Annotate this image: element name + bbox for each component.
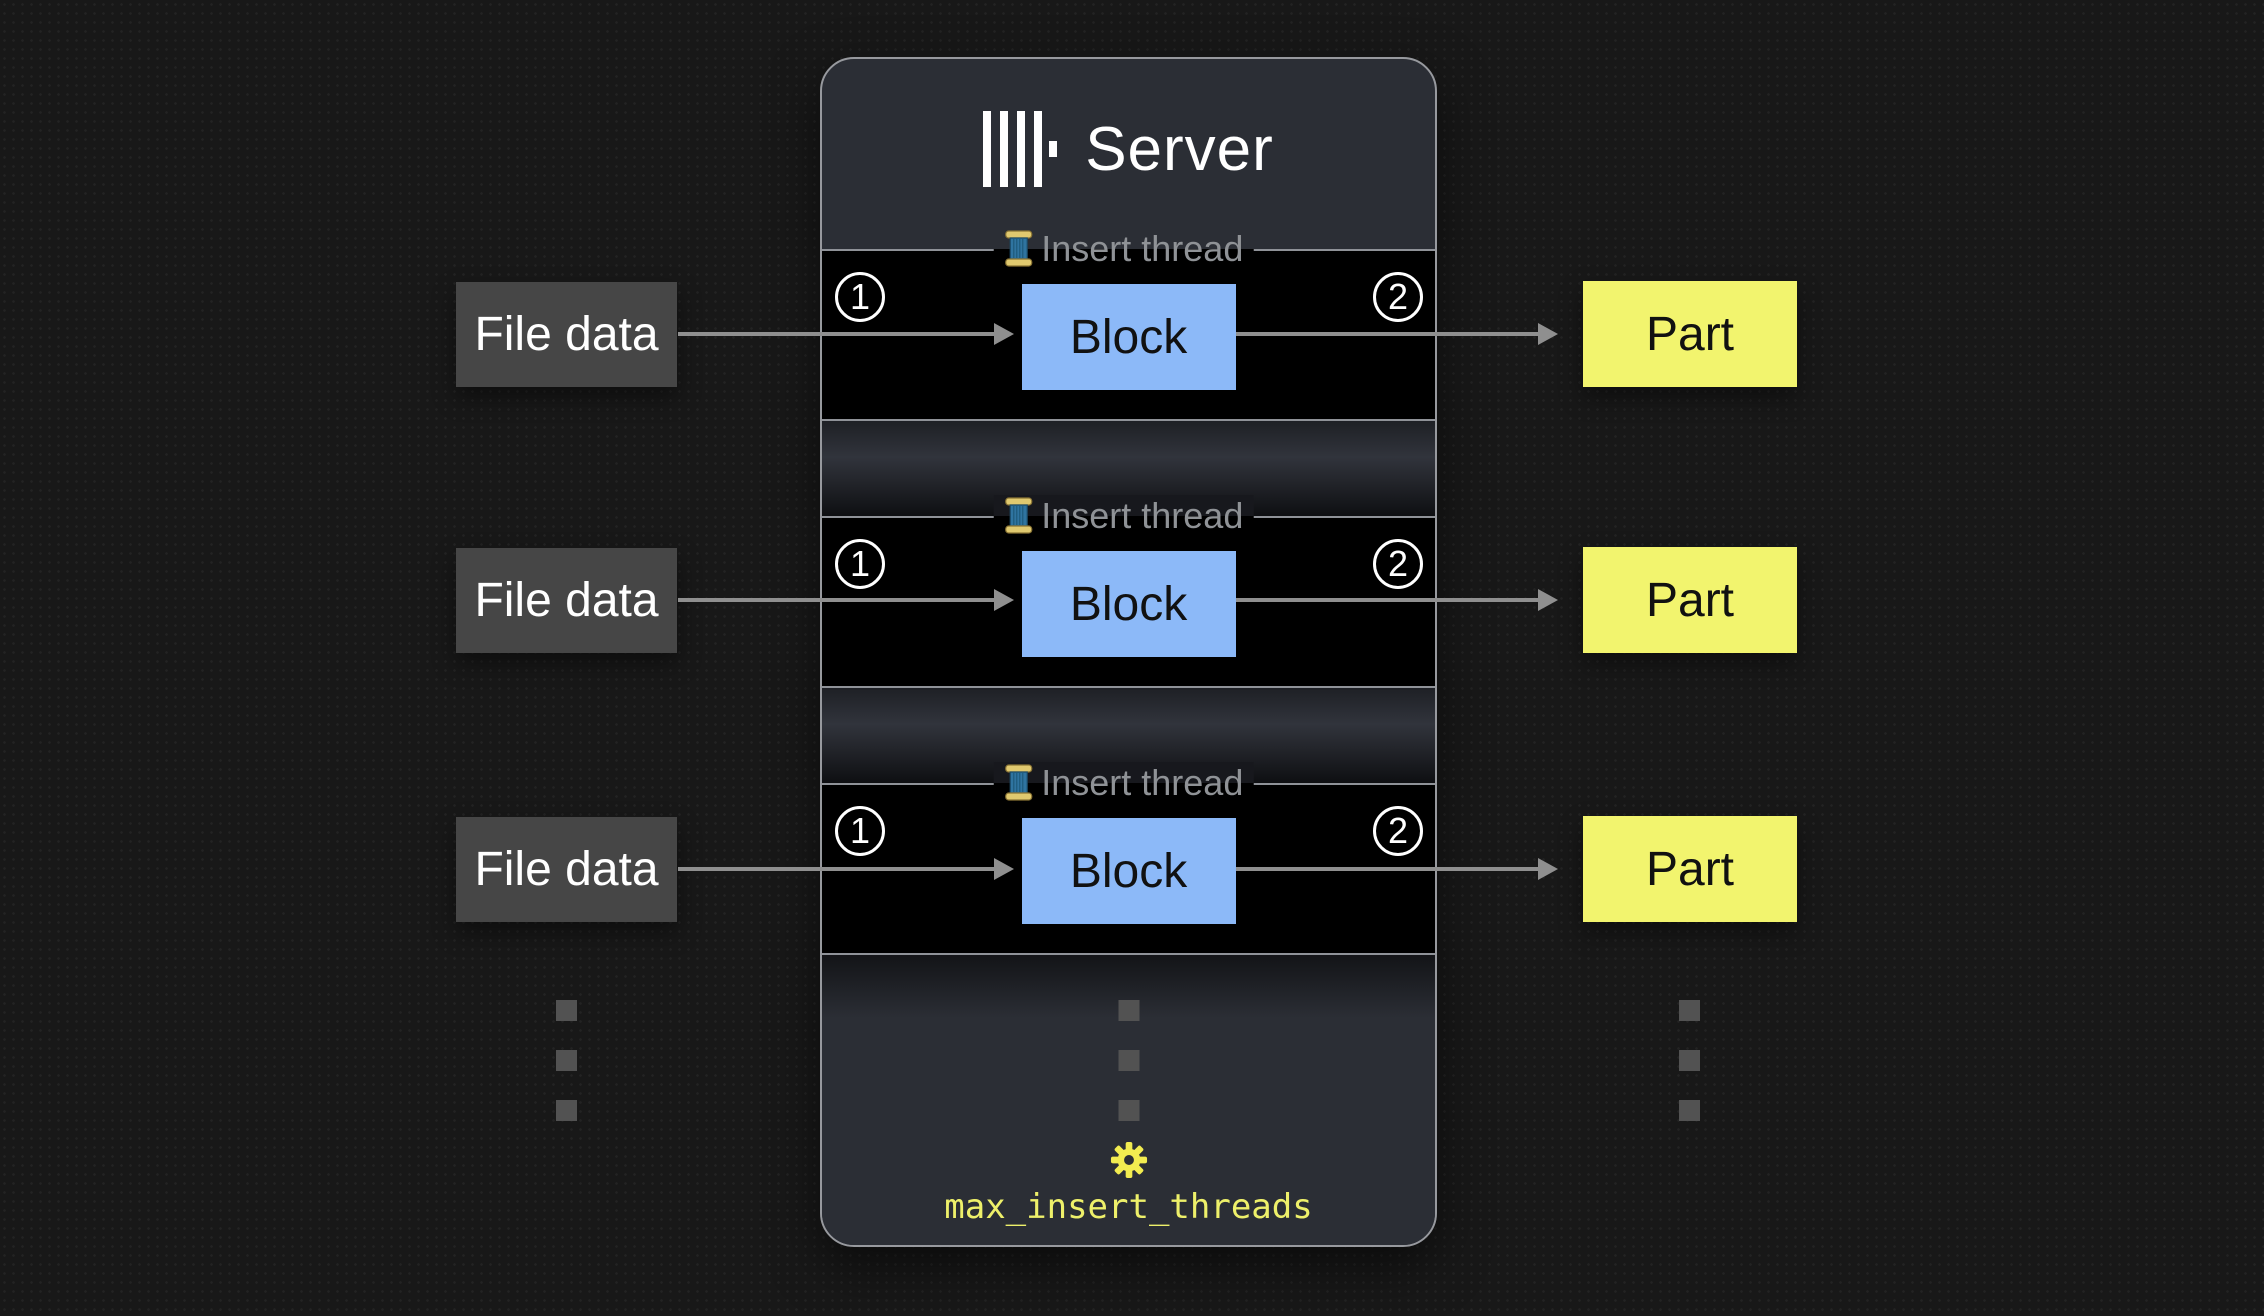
- insert-thread-section: Insert thread 1 Block 2: [822, 762, 1435, 955]
- insert-thread-section: Insert thread 1 Block 2: [822, 495, 1435, 688]
- step-2-badge: 2: [1373, 539, 1423, 589]
- arrow-shaft: [678, 598, 994, 602]
- file-data-box: File data: [456, 282, 677, 387]
- insert-thread-label: Insert thread: [1041, 762, 1244, 803]
- arrow-filedata-to-block: [678, 858, 1014, 880]
- arrow-shaft: [1236, 332, 1538, 336]
- insert-thread-label: Insert thread: [1041, 228, 1244, 269]
- arrow-shaft: [1236, 867, 1538, 871]
- ellipsis-dot: [1118, 1050, 1139, 1071]
- file-data-box: File data: [456, 548, 677, 653]
- thread-spool-icon: [1003, 764, 1033, 802]
- ellipsis-dot: [1679, 1000, 1700, 1021]
- server-box: Server Insert thread 1 Block 2: [820, 57, 1437, 1247]
- thread-spool-icon: [1003, 230, 1033, 268]
- part-box: Part: [1583, 547, 1797, 653]
- ellipsis-dot: [556, 1050, 577, 1071]
- clickhouse-logo-icon: [983, 111, 1058, 187]
- step-1-badge: 1: [835, 539, 885, 589]
- arrow-head: [994, 858, 1014, 880]
- file-data-label: File data: [474, 574, 659, 627]
- part-label: Part: [1645, 842, 1735, 896]
- block-box: Block: [1021, 284, 1236, 390]
- arrow-block-to-part: [1236, 589, 1558, 611]
- arrow-shaft: [1236, 598, 1538, 602]
- insert-thread-section: Insert thread 1 Block 2: [822, 228, 1435, 421]
- file-data-label: File data: [474, 308, 659, 361]
- arrow-shaft: [678, 332, 994, 336]
- ellipsis-dot: [556, 1100, 577, 1121]
- arrow-head: [1538, 858, 1558, 880]
- block-box: Block: [1021, 818, 1236, 924]
- ellipsis-dot: [1118, 1100, 1139, 1121]
- arrow-shaft: [678, 867, 994, 871]
- arrow-head: [994, 323, 1014, 345]
- arrow-filedata-to-block: [678, 323, 1014, 345]
- ellipsis-dot: [1679, 1050, 1700, 1071]
- file-data-label: File data: [474, 843, 659, 896]
- arrow-head: [1538, 323, 1558, 345]
- part-label: Part: [1645, 573, 1735, 627]
- insert-thread-legend: Insert thread: [993, 762, 1254, 804]
- thread-spool-icon: [1003, 497, 1033, 535]
- max-insert-threads-setting: max_insert_threads: [944, 1187, 1313, 1227]
- arrow-head: [994, 589, 1014, 611]
- server-header: Server: [822, 97, 1435, 201]
- server-title: Server: [1085, 114, 1274, 184]
- step-2-badge: 2: [1373, 272, 1423, 322]
- block-box: Block: [1021, 551, 1236, 657]
- insert-thread-legend: Insert thread: [993, 495, 1254, 537]
- gear-icon: [1110, 1141, 1148, 1179]
- arrow-head: [1538, 589, 1558, 611]
- ellipsis-dot: [1679, 1100, 1700, 1121]
- ellipsis-dot: [1118, 1000, 1139, 1021]
- arrow-block-to-part: [1236, 323, 1558, 345]
- step-1-badge: 1: [835, 806, 885, 856]
- step-1-badge: 1: [835, 272, 885, 322]
- file-data-box: File data: [456, 817, 677, 922]
- arrow-block-to-part: [1236, 858, 1558, 880]
- part-box: Part: [1583, 816, 1797, 922]
- ellipsis-dot: [556, 1000, 577, 1021]
- part-box: Part: [1583, 281, 1797, 387]
- insert-thread-label: Insert thread: [1041, 495, 1244, 536]
- arrow-filedata-to-block: [678, 589, 1014, 611]
- step-2-badge: 2: [1373, 806, 1423, 856]
- part-label: Part: [1645, 307, 1735, 361]
- insert-thread-legend: Insert thread: [993, 228, 1254, 270]
